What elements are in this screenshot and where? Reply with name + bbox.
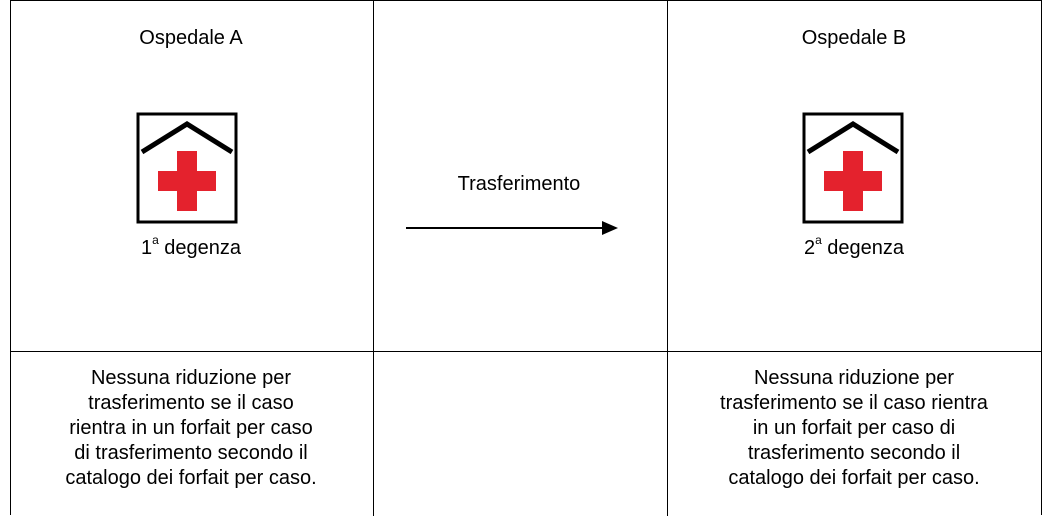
- stay-number: 2: [803, 237, 816, 259]
- cross-horizontal: [158, 171, 216, 191]
- note-line: rientra in un forfait per caso: [69, 417, 313, 439]
- note-line: trasferimento se il caso rientra: [720, 392, 988, 414]
- note-line: trasferimento se il caso: [88, 392, 294, 414]
- hospital-icon: [802, 112, 904, 224]
- transfer-label: Trasferimento: [457, 173, 581, 195]
- cross-horizontal: [824, 171, 882, 191]
- hospital-a-icon: [136, 112, 238, 224]
- row-divider: [11, 351, 1041, 352]
- note-line: Nessuna riduzione per: [753, 367, 955, 389]
- arrow-right-icon: [406, 221, 618, 235]
- column-divider-right: [667, 1, 668, 516]
- note-line: in un forfait per caso di: [752, 417, 956, 439]
- stay-word: degenza: [821, 237, 905, 259]
- hospital-icon: [136, 112, 238, 224]
- note-line: Nessuna riduzione per: [90, 367, 292, 389]
- note-line: catalogo dei forfait per caso.: [728, 467, 980, 489]
- hospital-a-note: Nessuna riduzione per trasferimento se i…: [10, 366, 372, 491]
- column-divider-left: [373, 1, 374, 516]
- hospital-b-note: Nessuna riduzione per trasferimento se i…: [666, 366, 1042, 491]
- stay-superscript: a: [815, 233, 822, 247]
- table-frame: [10, 0, 1042, 516]
- stay-number: 1: [140, 237, 153, 259]
- note-line: di trasferimento secondo il: [74, 442, 308, 464]
- note-line: catalogo dei forfait per caso.: [65, 467, 317, 489]
- hospital-b-icon: [802, 112, 904, 224]
- stay-word: degenza: [158, 237, 242, 259]
- hospital-a-title: Ospedale A: [139, 27, 243, 49]
- hospital-b-stay: 2a degenza: [666, 233, 1042, 260]
- stay-superscript: a: [152, 233, 159, 247]
- hospital-b-title: Ospedale B: [801, 27, 907, 49]
- note-line: trasferimento secondo il: [747, 442, 961, 464]
- hospital-a-stay: 1a degenza: [10, 233, 372, 260]
